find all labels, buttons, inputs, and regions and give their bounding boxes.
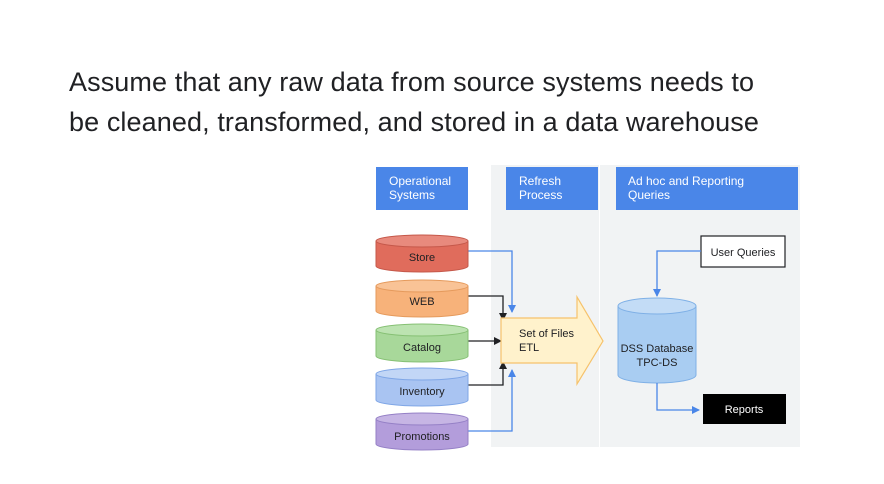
source-promotions-cylinder: Promotions: [375, 412, 469, 451]
etl-label-line1: Set of Files: [519, 328, 575, 340]
header-adhoc-line1: Ad hoc and Reporting: [628, 174, 744, 188]
source-inventory-cylinder: Inventory: [375, 367, 469, 407]
source-inventory-label: Inventory: [399, 386, 445, 398]
reports-label: Reports: [725, 404, 764, 416]
source-store-label: Store: [409, 252, 435, 264]
source-store-cylinder: Store: [375, 234, 469, 273]
database-label-line1: DSS Database: [621, 343, 694, 355]
reports-connector: [656, 383, 700, 414]
source-web-label: WEB: [409, 296, 434, 308]
dss-database-cylinder: DSS Database TPC-DS: [617, 297, 697, 384]
store-connector: [468, 250, 516, 313]
header-adhoc-queries: Ad hoc and Reporting Queries: [616, 167, 798, 210]
source-catalog-label: Catalog: [403, 342, 441, 354]
header-operational-systems: Operational Systems: [376, 167, 468, 210]
etl-arrow: Set of Files ETL: [500, 294, 604, 387]
title-line-2: be cleaned, transformed, and stored in a…: [69, 107, 759, 137]
header-refresh-line1: Refresh: [519, 174, 561, 188]
header-operational-line2: Systems: [389, 188, 435, 202]
source-catalog-cylinder: Catalog: [375, 323, 469, 363]
database-label-line2: TPC-DS: [637, 357, 678, 369]
title-line-1: Assume that any raw data from source sys…: [69, 67, 755, 97]
slide-title: Assume that any raw data from source sys…: [69, 62, 859, 142]
source-promotions-label: Promotions: [394, 431, 450, 443]
header-refresh-line2: Process: [519, 188, 562, 202]
reports-box: [703, 394, 786, 424]
header-refresh-process: Refresh Process: [506, 167, 598, 210]
header-operational-line1: Operational: [389, 174, 451, 188]
promotions-connector: [468, 369, 516, 432]
inventory-connector: [468, 361, 507, 386]
source-web-cylinder: WEB: [375, 279, 469, 318]
web-connector: [468, 295, 507, 321]
user-queries-connector: [653, 250, 701, 297]
header-adhoc-line2: Queries: [628, 188, 670, 202]
etl-label-line2: ETL: [519, 342, 539, 354]
user-queries-box: [700, 235, 786, 268]
user-queries-label: User Queries: [711, 247, 776, 259]
